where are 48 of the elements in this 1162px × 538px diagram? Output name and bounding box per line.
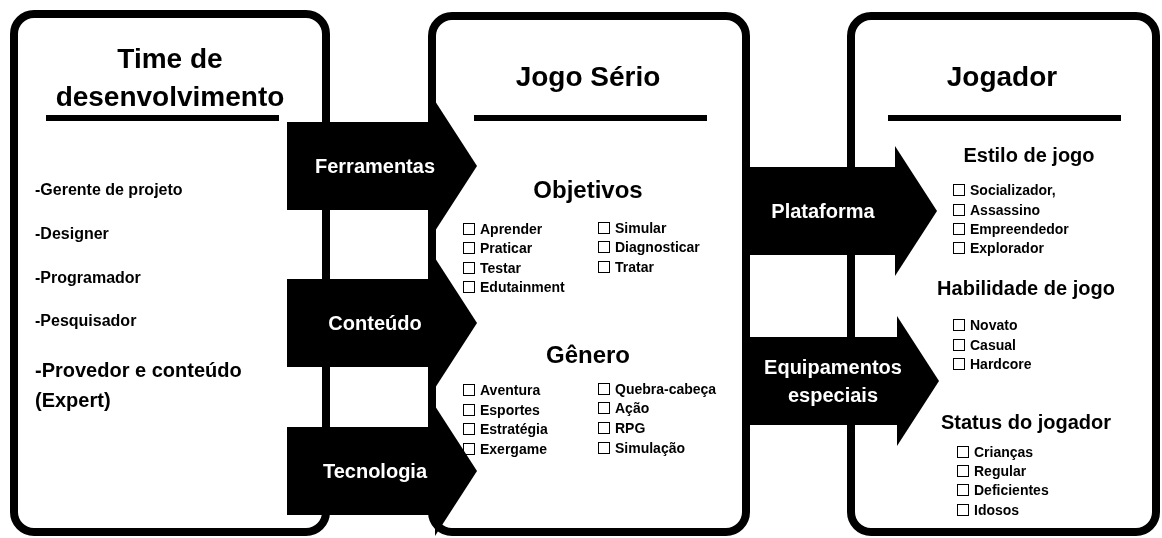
edge-label: Plataforma	[770, 199, 876, 224]
edge-label: Equipamentos especiais	[763, 355, 903, 408]
panel-title: Jogo Sério	[514, 60, 662, 94]
checklist-item: Crianças	[974, 443, 1034, 461]
checklist-item: Diagnosticar	[615, 238, 700, 256]
checklist-item: Simular	[615, 219, 667, 237]
panel-title: Time de desenvolvimento	[54, 42, 286, 114]
edge-label: Tecnologia	[321, 459, 429, 484]
checklist-item: Aventura	[480, 381, 541, 399]
checklist-item: Simulação	[615, 439, 686, 457]
block-arrow	[287, 101, 477, 231]
section-heading: Status do jogador	[940, 409, 1112, 435]
checklist-item: Esportes	[480, 401, 540, 419]
panel-title: Jogador	[945, 60, 1059, 94]
role-item: -Pesquisador	[35, 311, 137, 331]
checklist-item: Regular	[974, 462, 1027, 480]
checklist-item: Assassino	[970, 201, 1041, 219]
checklist-item: Ação	[615, 399, 650, 417]
block-arrow	[748, 316, 939, 446]
checklist-item: Testar	[480, 259, 521, 277]
checklist-item: Estratégia	[480, 420, 548, 438]
block-arrow	[287, 258, 477, 388]
role-item: -Provedor e conteúdo (Expert)	[35, 358, 243, 413]
section-heading: Objetivos	[532, 175, 644, 205]
checklist-item: Casual	[970, 336, 1016, 354]
role-item: -Programador	[35, 268, 141, 288]
checklist-item: Idosos	[974, 501, 1020, 519]
section-heading: Habilidade de jogo	[936, 275, 1116, 301]
checklist-item: RPG	[615, 419, 646, 437]
section-heading: Gênero	[545, 340, 631, 370]
checklist-item: Socializador,	[970, 181, 1056, 199]
section-heading: Estilo de jogo	[962, 142, 1096, 168]
block-arrow	[287, 406, 477, 536]
checklist-item: Quebra-cabeça	[615, 380, 717, 398]
checklist-item: Deficientes	[974, 481, 1049, 499]
role-item: -Gerente de projeto	[35, 180, 183, 200]
checklist-item: Novato	[970, 316, 1018, 334]
checklist-item: Tratar	[615, 258, 654, 276]
checklist-item: Edutainment	[480, 278, 565, 296]
checklist-item: Hardcore	[970, 355, 1032, 373]
edge-label: Ferramentas	[313, 154, 437, 179]
checklist-item: Explorador	[970, 239, 1044, 257]
checklist-item: Praticar	[480, 239, 533, 257]
checklist-item: Exergame	[480, 440, 547, 458]
edge-label: Conteúdo	[327, 311, 423, 336]
checklist-item: Empreendedor	[970, 220, 1069, 238]
checklist-item: Aprender	[480, 220, 543, 238]
role-item: -Designer	[35, 224, 109, 244]
